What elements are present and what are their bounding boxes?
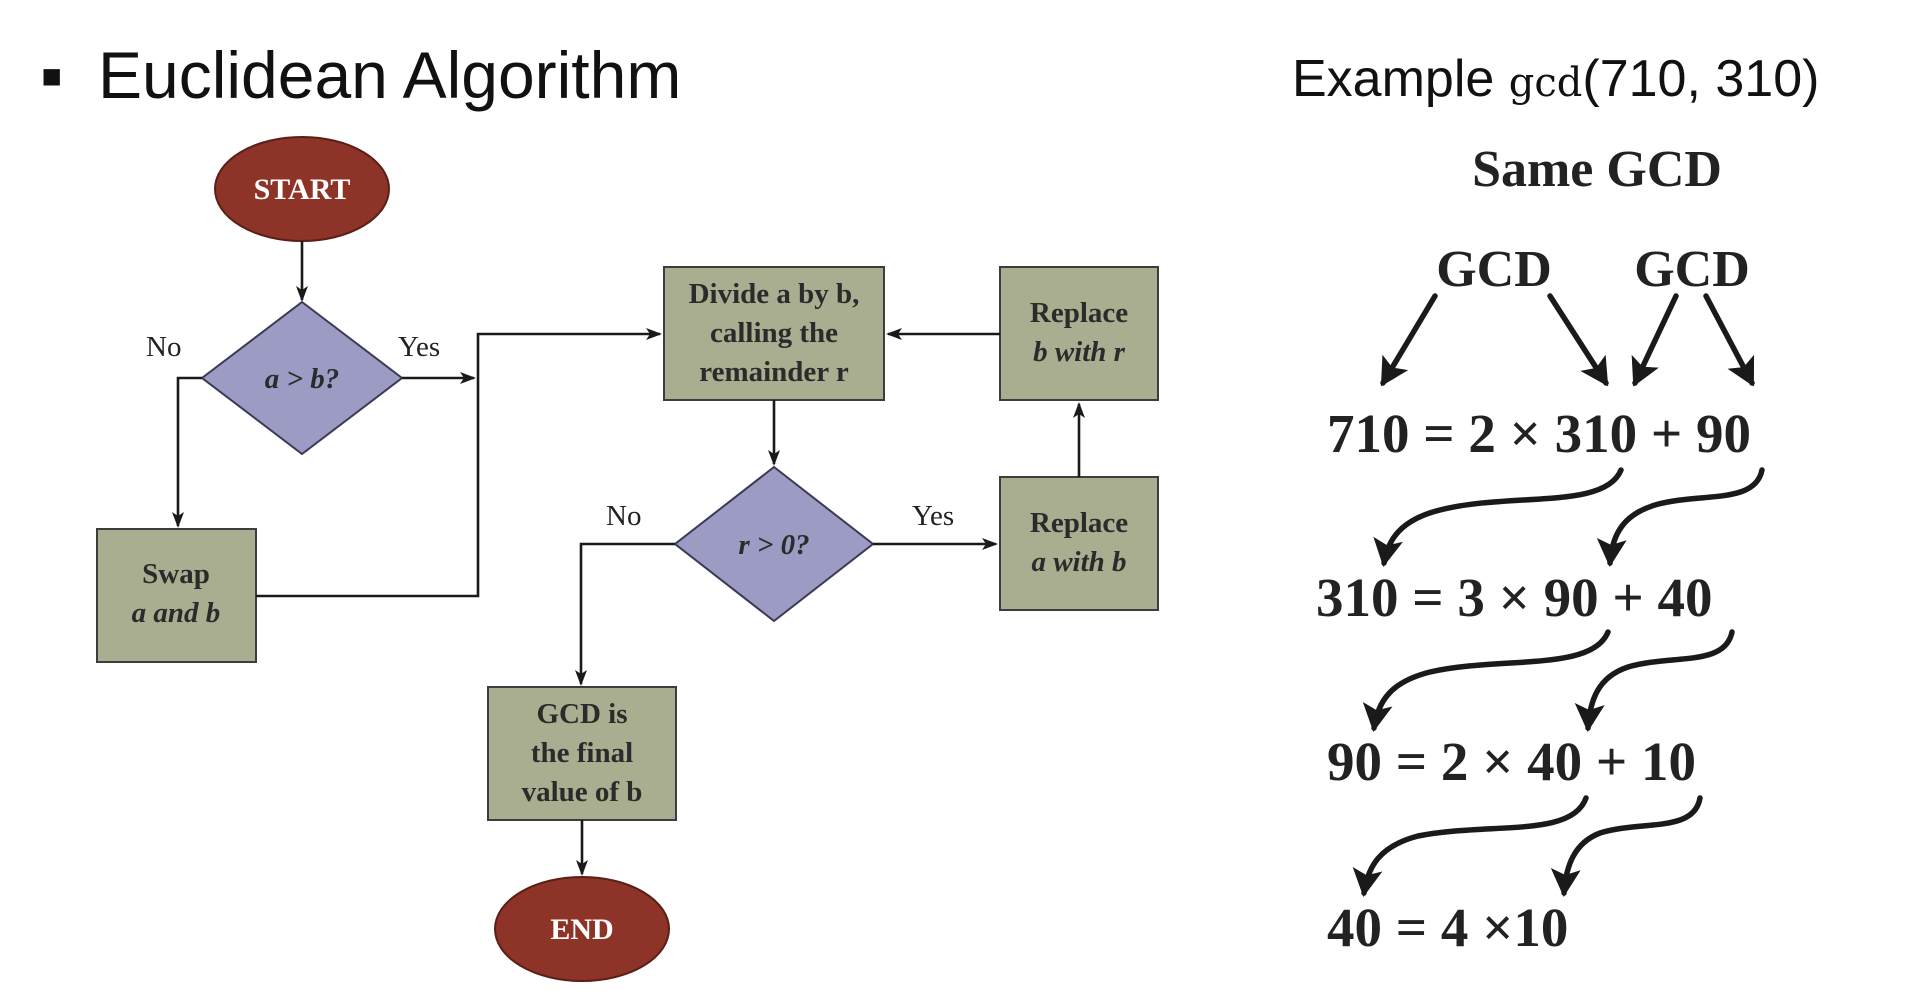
- replace-a-line2: a with b: [1031, 546, 1126, 578]
- arrow-gcd-right-to-90: [1703, 293, 1755, 387]
- equation-4: 40 = 4 ×10: [1327, 897, 1568, 958]
- curve-40-to-40-row4: [1352, 795, 1589, 897]
- curve-90-to-90-row3: [1362, 629, 1611, 732]
- label-yes-1: Yes: [398, 331, 440, 363]
- replace-b-line2: b with r: [1033, 336, 1126, 368]
- curve-90-to-90: [1596, 467, 1765, 567]
- gcd-line3: value of b: [522, 776, 643, 808]
- example-func: gcd: [1509, 60, 1583, 106]
- end-node: [494, 876, 670, 982]
- equation-3: 90 = 2 × 40 + 10: [1327, 731, 1696, 792]
- slide-title: Euclidean Algorithm: [98, 38, 681, 112]
- edge-no-to-swap: [172, 376, 202, 528]
- divide-line1: Divide a by b,: [689, 278, 860, 310]
- decision-a-greater-b: [200, 300, 404, 456]
- end-label: END: [550, 913, 613, 946]
- gcd-label-right: GCD: [1634, 241, 1750, 298]
- decision-ab-label: a > b?: [265, 363, 340, 395]
- swap-line2: a and b: [132, 597, 221, 629]
- divide-line2: calling the: [710, 317, 838, 349]
- edge-swap-to-junction: [256, 328, 662, 598]
- curve-10-to-10: [1550, 795, 1703, 897]
- example-prefix: Example: [1292, 50, 1509, 108]
- gcd-result-box: [487, 686, 677, 821]
- replace-b-line1: Replace: [1030, 297, 1128, 329]
- swap-box: [96, 528, 257, 663]
- curve-310-to-310: [1373, 467, 1624, 567]
- decision-r-label: r > 0?: [738, 529, 809, 561]
- same-gcd-label: Same GCD: [1472, 141, 1722, 198]
- example-heading: Example gcd(710, 310): [1292, 50, 1819, 108]
- divide-line3: remainder r: [699, 356, 849, 388]
- label-yes-2: Yes: [912, 500, 954, 532]
- arrow-gcd-left-to-710: [1380, 293, 1438, 387]
- arrow-gcd-right-to-310: [1631, 293, 1679, 387]
- divide-box: [663, 266, 885, 401]
- replace-a-box: [999, 476, 1159, 611]
- equation-2: 310 = 3 × 90 + 40: [1316, 567, 1713, 628]
- example-args: (710, 310): [1582, 50, 1819, 108]
- curve-40-to-40: [1574, 629, 1735, 732]
- replace-b-box: [999, 266, 1159, 401]
- label-no-1: No: [146, 331, 181, 363]
- gcd-line1: GCD is: [536, 698, 627, 730]
- label-no-2: No: [606, 500, 641, 532]
- start-label: START: [254, 173, 351, 206]
- flowchart: START a > b? No Yes Swap a and b Divide …: [96, 136, 1159, 982]
- edge-no-to-gcd: [575, 542, 675, 686]
- title-bullet: ▪: [40, 38, 63, 112]
- arrow-gcd-left-to-310: [1547, 293, 1609, 387]
- equation-1: 710 = 2 × 310 + 90: [1327, 403, 1751, 464]
- replace-a-line1: Replace: [1030, 507, 1128, 539]
- decision-r-greater-0: [673, 465, 875, 623]
- swap-line1: Swap: [142, 558, 210, 590]
- gcd-example-diagram: Same GCD GCD GCD 710 = 2 × 310 + 90 310 …: [1316, 141, 1765, 958]
- gcd-line2: the final: [531, 737, 633, 769]
- gcd-label-left: GCD: [1436, 241, 1552, 298]
